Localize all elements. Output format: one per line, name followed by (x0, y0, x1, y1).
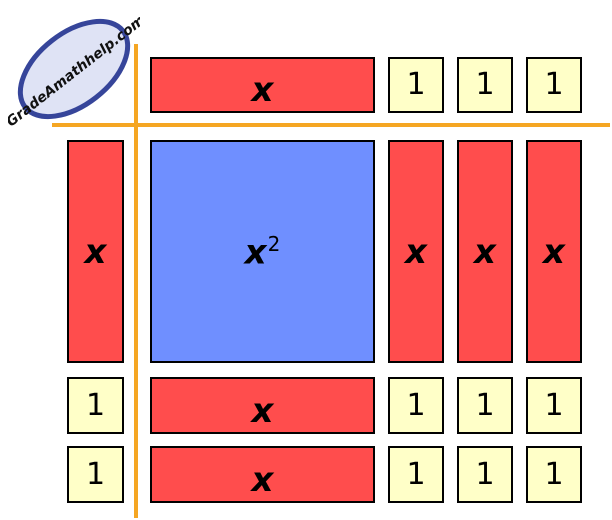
one-label: 1 (406, 387, 426, 423)
logo-ellipse: GradeAmathhelp.com (4, 12, 149, 130)
product-x-tile-horizontal-2: x (150, 446, 375, 503)
x-label: x (251, 460, 274, 500)
product-unit-tile-r2c3: 1 (526, 446, 582, 503)
product-x-tile-vertical-2: x (457, 140, 513, 363)
top-unit-tile-1: 1 (388, 57, 444, 113)
product-unit-tile-r1c1: 1 (388, 377, 444, 434)
one-label: 1 (475, 456, 495, 492)
x-label: x (474, 231, 496, 272)
x-label: x (251, 70, 274, 110)
one-label: 1 (406, 456, 426, 492)
x-label: x (251, 391, 274, 431)
left-unit-tile-2: 1 (67, 446, 124, 503)
product-unit-tile-r1c2: 1 (457, 377, 513, 434)
one-label: 1 (475, 67, 495, 102)
one-label: 1 (475, 387, 495, 423)
x-squared-label: x2 (245, 234, 281, 269)
product-unit-tile-r2c1: 1 (388, 446, 444, 503)
top-x-tile: x (150, 57, 375, 113)
x-squared-exponent: 2 (267, 231, 281, 256)
x-label: x (84, 231, 107, 272)
one-label: 1 (544, 67, 564, 102)
horizontal-divider-line (52, 123, 610, 127)
top-unit-tile-2: 1 (457, 57, 513, 113)
one-label: 1 (406, 67, 426, 102)
one-label: 1 (85, 456, 106, 492)
top-unit-tile-3: 1 (526, 57, 582, 113)
grade-a-math-help-logo: GradeAmathhelp.com (4, 6, 149, 136)
one-label: 1 (85, 387, 106, 423)
x-label: x (543, 231, 565, 272)
one-label: 1 (544, 456, 564, 492)
product-unit-tile-r1c3: 1 (526, 377, 582, 434)
vertical-divider-line (134, 44, 138, 518)
x-label: x (405, 231, 427, 272)
left-unit-tile-1: 1 (67, 377, 124, 434)
product-unit-tile-r2c2: 1 (457, 446, 513, 503)
x-squared-tile: x2 (150, 140, 375, 363)
product-x-tile-horizontal-1: x (150, 377, 375, 434)
one-label: 1 (544, 387, 564, 423)
product-x-tile-vertical-1: x (388, 140, 444, 363)
x-squared-base: x (244, 232, 267, 273)
product-x-tile-vertical-3: x (526, 140, 582, 363)
left-x-tile: x (67, 140, 124, 363)
